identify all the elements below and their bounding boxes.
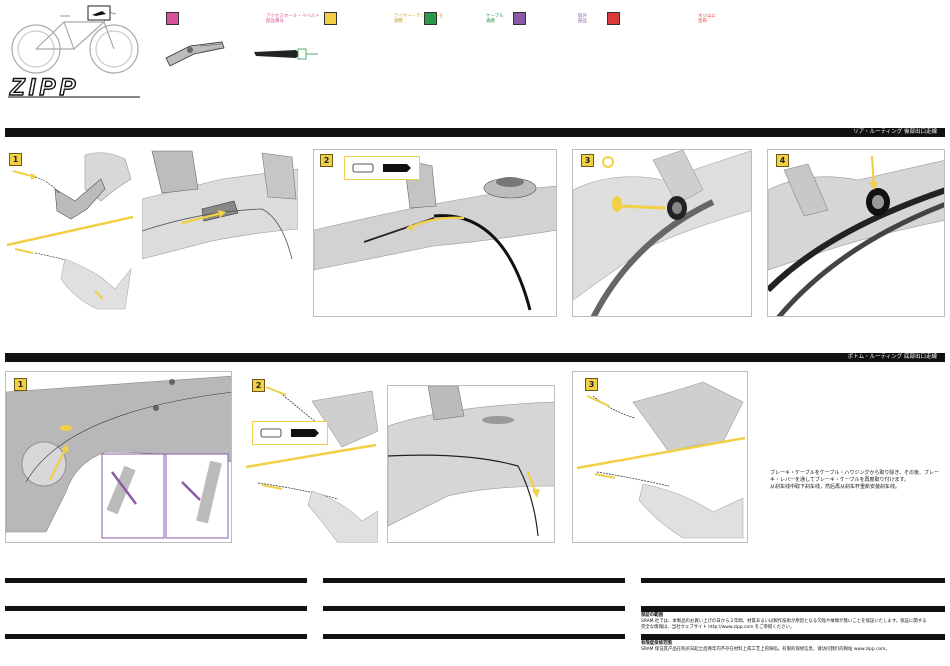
warranty-text-1a: SRAM 社では、本製品のお買い上げの日から２年間、材質あるいは製作技術が原因と… (641, 619, 927, 624)
footer-bar-1b (5, 606, 307, 611)
legend-pink-label: アクセスホール・ベベルト 部品番号 (266, 14, 320, 24)
legend-red-label: ネジ山に 塗布 (698, 14, 716, 24)
footer-bar-1a (5, 578, 307, 583)
rear-step1-panel: 1 (5, 149, 135, 317)
rear-step1-badge: 1 (9, 153, 22, 166)
warranty-sub-2: 有限度保修范围 (641, 641, 672, 646)
legend-green-label: ケーブル 通路 (486, 14, 504, 24)
cable-cutter-icon (165, 41, 225, 67)
bottom-step1-badge: 1 (14, 378, 27, 391)
bottom-step1-panel: 1 (5, 371, 232, 543)
rear-step4-badge: 4 (776, 154, 789, 167)
bike-illustration (11, 5, 139, 74)
warranty-text-2: SRAM 保证其产品在购买日起之后两年内不存在材料上或工艺上的缺陷。有限的保修信… (641, 647, 890, 652)
rear-step3-badge: 3 (581, 154, 594, 167)
warranty-title-bar-1: SRAM LLC の保証規定 (641, 606, 945, 623)
cable-end-inset (344, 156, 420, 180)
bottom-cable-end-inset (252, 421, 328, 445)
footer-bar-2a (323, 578, 625, 583)
warranty-title-2: SRAM LLC 保修 (645, 646, 678, 651)
warranty-section-2: 有限度保修范围 SRAM 保证其产品在购买日起之后两年内不存在材料上或工艺上的缺… (641, 641, 945, 653)
bottom-step2-frame-panel (387, 385, 555, 543)
bottom-step2-panel: 2 (242, 371, 378, 543)
legend-yellow-swatch (324, 12, 337, 25)
section-bar-rear: リア・ルーティング 後部出口走線 (5, 128, 945, 137)
legend-red-swatch (607, 12, 620, 25)
zipp-logo: ZIPP (6, 73, 142, 102)
warranty-title-bar-2: SRAM LLC 保修 (641, 634, 945, 651)
legend-yellow-label: ワイヤー・テンションを 調整 (394, 14, 444, 24)
cable-housing-icon (254, 48, 318, 60)
instruction-line3: 从刹车线中取下刹车线，然后再从刹车杆重新安装刹车线。 (770, 484, 901, 490)
instruction-text: ブレーキ・ケーブルをケーブル・ハウジングから取り除き、その後、ブレー キ・レバー… (770, 470, 946, 491)
rear-step3-panel: 3 (572, 149, 752, 317)
legend-green-swatch (424, 12, 437, 25)
footer-bar-3a (641, 578, 945, 583)
instruction-line2: キ・レバーを通してブレーキ・ケーブルを再度取り付けます。 (770, 477, 910, 483)
warranty-title-1: SRAM LLC の保証規定 (645, 618, 692, 623)
warranty-sub-1: 保証の範囲 (641, 613, 663, 618)
warranty-section-1: 保証の範囲 SRAM 社では、本製品のお買い上げの日から２年間、材質あるいは製作… (641, 613, 945, 631)
bottom-step3-badge: 3 (585, 378, 598, 391)
rear-step1-frame-panel (142, 149, 298, 317)
logo-text: ZIPP (9, 76, 79, 98)
rear-step4-panel: 4 (767, 149, 945, 317)
section-bar-bottom: ボトム・ルーティング 底部出口走線 (5, 353, 945, 362)
footer-bar-2c (323, 634, 625, 639)
rear-step2-panel: 2 (313, 149, 557, 317)
bottom-step3-panel: 3 (572, 371, 748, 543)
rear-step2-badge: 2 (320, 154, 333, 167)
legend-purple-label: 取外 部品 (578, 14, 587, 24)
legend-pink-swatch (166, 12, 179, 25)
warranty-text-1b: 完全な情報は、当社ウェブサイト http://www.zipp.com をご参照… (641, 625, 795, 630)
legend-purple-swatch (513, 12, 526, 25)
footer-bar-1c (5, 634, 307, 639)
bottom-step2-badge: 2 (252, 379, 265, 392)
instruction-line1: ブレーキ・ケーブルをケーブル・ハウジングから取り除き、その後、ブレー (770, 470, 940, 476)
footer-bar-2b (323, 606, 625, 611)
